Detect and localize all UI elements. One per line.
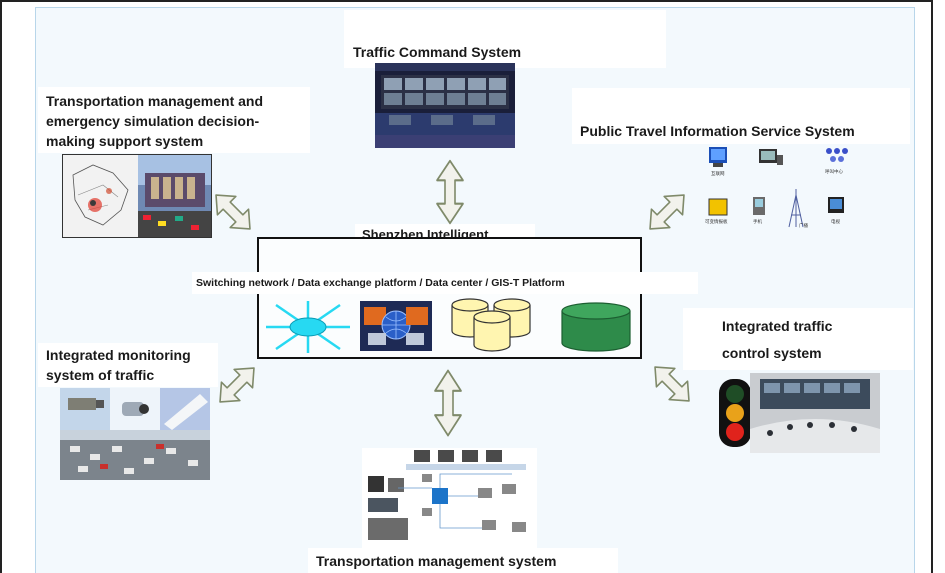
data-center-icon: [451, 298, 531, 352]
broadcast-tower-icon: [788, 189, 804, 228]
frame-left-border: [0, 0, 2, 573]
public-travel-label-bg: [572, 88, 910, 144]
command-center-photo: [375, 63, 515, 148]
management-system-diagram: [362, 448, 537, 548]
arrow-platform-management: [433, 369, 463, 437]
simulation-label-bg: [38, 87, 310, 153]
platform-components: [262, 297, 638, 355]
people-icon: [826, 148, 848, 162]
traffic-command-system-label: Traffic Command System: [353, 44, 522, 60]
traffic-light-icon: [718, 378, 752, 448]
arrow-command-platform: [435, 159, 465, 225]
switching-network-icon: [266, 301, 350, 353]
command-label-bg: [344, 10, 666, 68]
public-travel-system-label: Public Travel Information Service System: [580, 123, 855, 139]
platform-sub-bg: [192, 272, 698, 294]
caption-signboard: 可变情报板: [705, 218, 728, 225]
control-label-bg: [683, 308, 913, 370]
monitoring-system-label: Integrated monitoring system of traffic: [46, 347, 191, 383]
arrow-public-platform: [640, 185, 694, 239]
gis-t-platform-icon: [561, 302, 631, 352]
mobile-phone-icon: [753, 197, 765, 215]
public-travel-icons: 互联网 呼叫中心 广播 电视 手机 可变情报板: [695, 145, 865, 230]
tv-icon: [828, 197, 844, 213]
frame-right-border: [931, 0, 933, 573]
internet-pc-icon: [709, 147, 727, 167]
management-system-label: Transportation management system: [316, 553, 557, 569]
caption-mobile: 手机: [753, 218, 762, 225]
data-exchange-icon: [360, 301, 432, 351]
caption-internet: 互联网: [711, 170, 725, 177]
call-center-icon: [759, 149, 783, 165]
simulation-system-label: Transportation management and emergency …: [46, 93, 264, 149]
arrow-control-platform: [645, 357, 699, 411]
caption-tv: 电视: [831, 218, 840, 225]
control-system-label: Integrated traffic control system: [722, 318, 833, 361]
control-center-photo: [750, 373, 880, 453]
caption-callcenter: 呼叫中心: [825, 168, 843, 175]
simulation-map-photo: [62, 154, 212, 238]
variable-sign-icon: [708, 198, 728, 216]
monitoring-photo: [60, 388, 210, 480]
arrow-monitoring-platform: [210, 358, 264, 412]
arrow-simulation-platform: [206, 185, 260, 239]
caption-broadcast: 广播: [799, 222, 808, 229]
monitoring-label-bg: [38, 343, 218, 387]
management-label-bg: [308, 548, 618, 573]
frame-top-border: [0, 0, 933, 2]
platform-subtitle: Switching network / Data exchange platfo…: [196, 277, 565, 289]
